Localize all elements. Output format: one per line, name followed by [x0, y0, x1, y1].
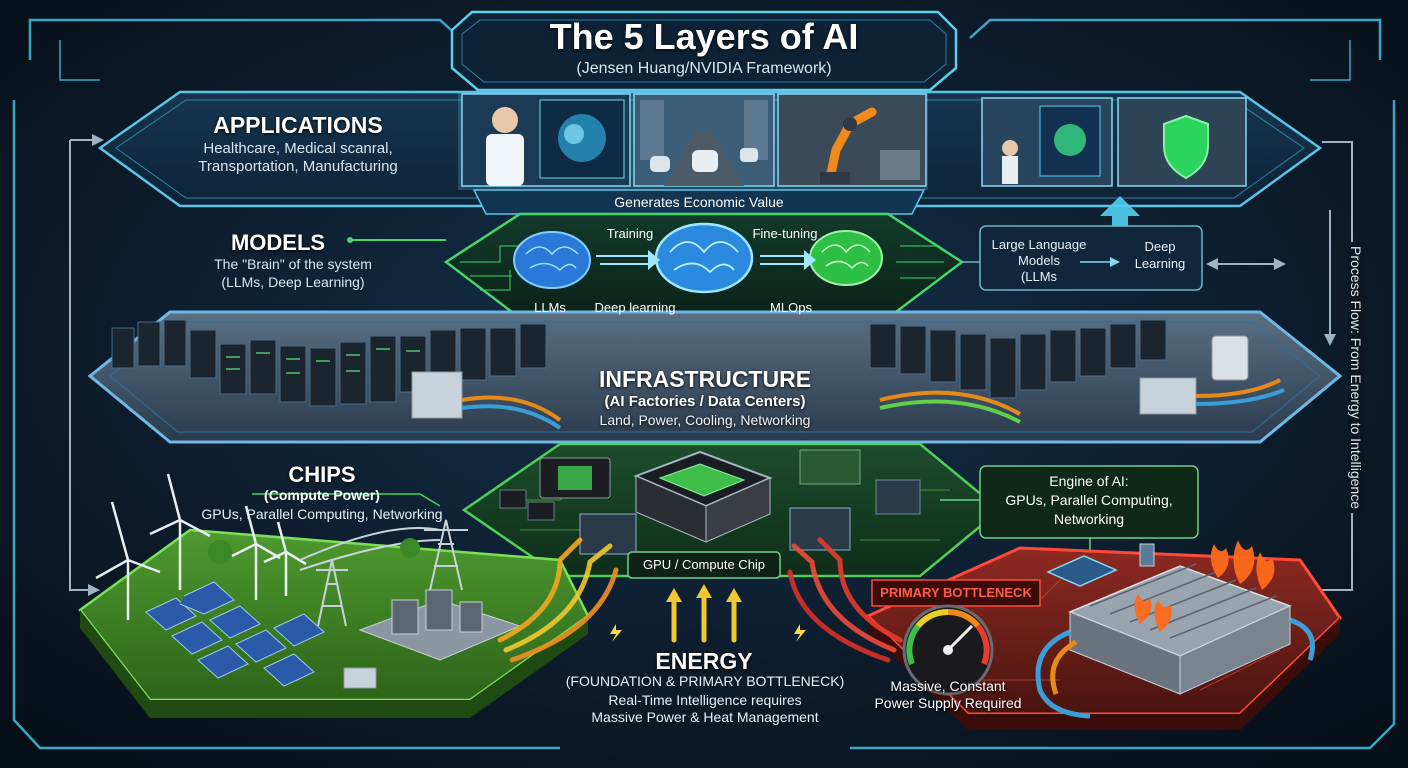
- energy-bottleneck-area: [865, 540, 1342, 730]
- models-line1: The "Brain" of the system: [214, 256, 372, 272]
- gauge-label-line1: Massive, Constant: [890, 678, 1006, 694]
- callout-deep-line2: Learning: [1134, 256, 1186, 271]
- gauge-label-line2: Power Supply Required: [874, 695, 1022, 711]
- economic-value-banner: Generates Economic Value: [614, 194, 784, 210]
- chips-callout-box: [252, 465, 1199, 560]
- applications-layer: [97, 90, 1323, 215]
- energy-line3: Massive Power & Heat Management: [591, 709, 819, 725]
- power-lines: [497, 537, 903, 663]
- infrastructure-layer: [87, 310, 1343, 444]
- chips-callout-line3: Networking: [1053, 511, 1125, 527]
- infrastructure-line1: (AI Factories / Data Centers): [604, 393, 806, 410]
- title-plate: [450, 10, 958, 92]
- applications-heading: APPLICATIONS: [213, 112, 383, 138]
- primary-bottleneck-badge: PRIMARY BOTTLENECK: [880, 585, 1032, 600]
- process-flow-label: Process Flow: From Energy to Intelligenc…: [1348, 242, 1364, 513]
- chips-line1: (Compute Power): [264, 487, 380, 503]
- mlops-label: MLOps: [770, 300, 812, 315]
- finetuning-label: Fine-tuning: [752, 226, 818, 241]
- shield-icon: [1163, 114, 1209, 180]
- chips-line2: GPUs, Parallel Computing, Networking: [201, 506, 443, 522]
- energy-line2: Real-Time Intelligence requires: [608, 692, 802, 708]
- page-title: The 5 Layers of AI: [549, 16, 859, 57]
- callout-llm-line2: Models: [1018, 253, 1060, 268]
- infrastructure-heading: INFRASTRUCTURE: [598, 366, 812, 392]
- solar-panels: [145, 581, 325, 687]
- chips-callout-line2: GPUs, Parallel Computing,: [1005, 492, 1173, 508]
- energy-heading: ENERGY: [655, 648, 753, 674]
- models-callout-box: [962, 225, 1203, 291]
- chips-heading: CHIPS: [288, 462, 356, 487]
- callout-deep-line1: Deep: [1144, 239, 1176, 254]
- callout-llm-line1: Large Language: [991, 237, 1087, 252]
- deep-learning-label: Deep learning: [594, 300, 676, 315]
- heat-flames: [1134, 540, 1275, 632]
- models-layer: [347, 212, 965, 320]
- energy-line1: (FOUNDATION & PRIMARY BOTTLENECK): [565, 673, 845, 689]
- brain-llms-icon: [513, 231, 591, 289]
- wind-turbines: [95, 473, 307, 620]
- models-line2: (LLMs, Deep Learning): [221, 274, 365, 290]
- chips-layer: [461, 442, 1002, 579]
- applications-line1: Healthcare, Medical scanral,: [203, 140, 393, 157]
- infrastructure-line2: Land, Power, Cooling, Networking: [599, 412, 811, 428]
- models-heading: MODELS: [230, 230, 326, 255]
- llms-label: LLMs: [534, 300, 566, 315]
- applications-line2: Transportation, Manufacturing: [198, 158, 398, 175]
- outer-frame: [12, 18, 1396, 750]
- transmission-towers: [299, 519, 468, 627]
- page-subtitle: (Jensen Huang/NVIDIA Framework): [576, 60, 832, 77]
- training-label: Training: [606, 226, 654, 241]
- up-arrow-to-applications: [1100, 196, 1140, 240]
- brain-deep-learning-icon: [654, 222, 754, 294]
- lightning-icons: [610, 624, 806, 642]
- gpu-chip-label: GPU / Compute Chip: [642, 557, 766, 572]
- chips-callout-line1: Engine of AI:: [1049, 473, 1129, 489]
- callout-llm-line3: (LLMs: [1020, 269, 1058, 284]
- power-gauge-icon: [902, 604, 994, 696]
